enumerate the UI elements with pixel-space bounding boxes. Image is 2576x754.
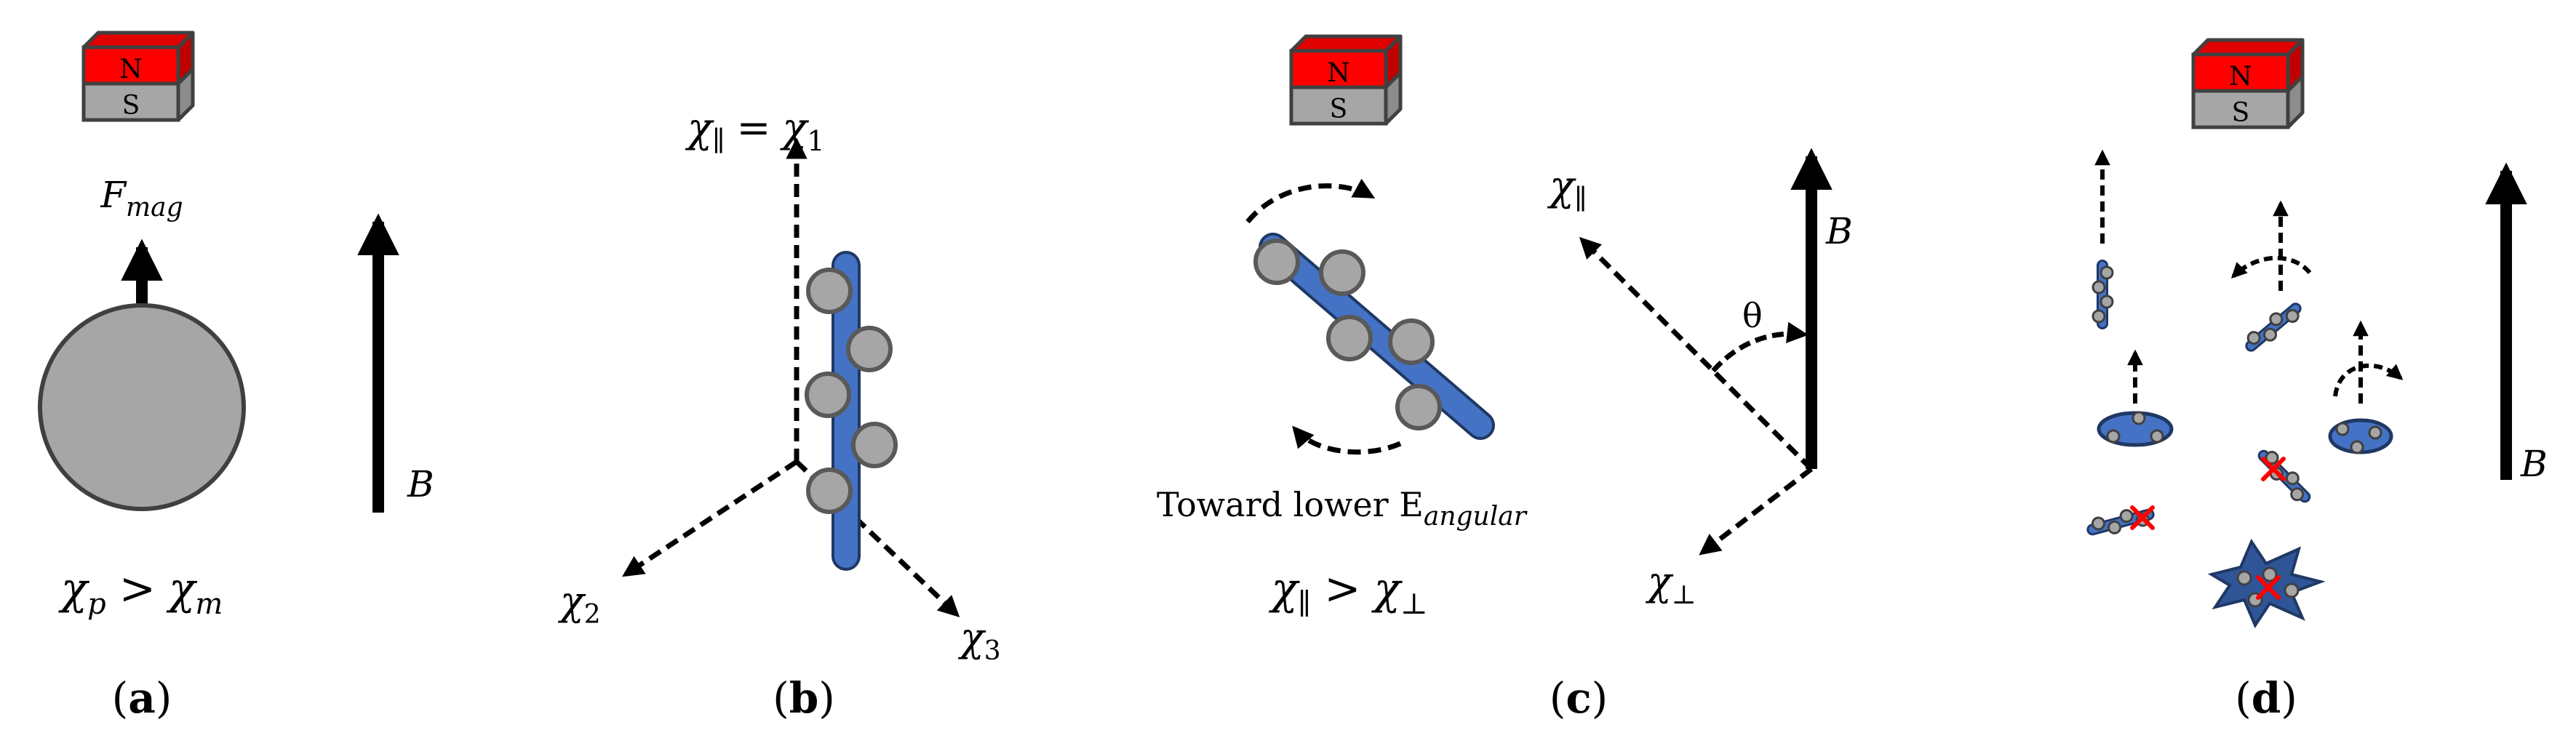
rejected-molecule-left (2090, 505, 2153, 539)
panel-label-a: (a) (112, 673, 172, 723)
axis-chi2 (622, 460, 798, 577)
axis-label-perp-c: χ⊥ (1645, 558, 1696, 610)
axis-parallel-c (1579, 236, 1814, 471)
magnet-c: N S (1291, 36, 1400, 124)
panel-label-c: (c) (1550, 673, 1608, 723)
magnet-north-label: N (1327, 58, 1350, 88)
panel-label-d: (d) (2235, 673, 2297, 723)
axis-label-parallel-c: χ∥ (1547, 163, 1587, 215)
magnet-south-label: S (122, 91, 140, 121)
rejected-molecule-starburst (2207, 538, 2326, 629)
molecule-rod-c (1253, 233, 1495, 440)
force-label: Fmag (100, 174, 183, 222)
axis-label-parallel-b: χ∥=χ1 (685, 105, 825, 157)
field-label-a: B (407, 463, 434, 505)
axis-label-chi3: χ3 (957, 614, 1001, 666)
rotation-caption: Toward lower Eangular (1157, 485, 1528, 532)
susceptibility-relation-c: χ∥>χ⊥ (1268, 564, 1427, 621)
aligned-molecule-blob (2097, 349, 2174, 447)
magnet-south-label: S (1330, 95, 1348, 124)
paramagnetic-sphere (38, 303, 246, 511)
panel-b: χ∥=χ1 χ2 χ3 (b) (557, 105, 1001, 723)
axis-label-chi2: χ2 (557, 578, 601, 630)
panel-d: N S B (2090, 40, 2548, 723)
rotating-molecule-blob (2328, 320, 2404, 454)
aligned-molecule-vertical (2093, 149, 2113, 324)
susceptibility-relation-a: χp>χm (58, 564, 223, 621)
rotation-arrow-upper (1245, 178, 1376, 224)
panel-c: N S Toward lower Eangular χ∥ B θ χ⊥ χ∥>χ… (1157, 36, 1853, 723)
rotation-arrow-lower (1292, 425, 1402, 455)
rejected-molecule-diagonal (2257, 449, 2313, 504)
magnet-d: N S (2193, 40, 2302, 128)
axis-chi3 (794, 460, 960, 618)
magnet-south-label: S (2232, 98, 2250, 128)
magnet-north-label: N (119, 55, 143, 84)
panel-a: N S Fmag B χp>χm (a) (38, 33, 434, 723)
rotating-molecule-diagonal (2230, 200, 2312, 353)
magnet-a: N S (84, 33, 193, 121)
axis-perp-c (1699, 467, 1814, 556)
field-label-d: B (2520, 443, 2548, 485)
angle-label: θ (1742, 296, 1763, 335)
molecule-rod-b (805, 251, 898, 571)
angle-arc (1711, 321, 1809, 373)
panel-label-b: (b) (773, 673, 835, 723)
field-label-c: B (1825, 210, 1853, 252)
magnet-north-label: N (2229, 62, 2252, 92)
